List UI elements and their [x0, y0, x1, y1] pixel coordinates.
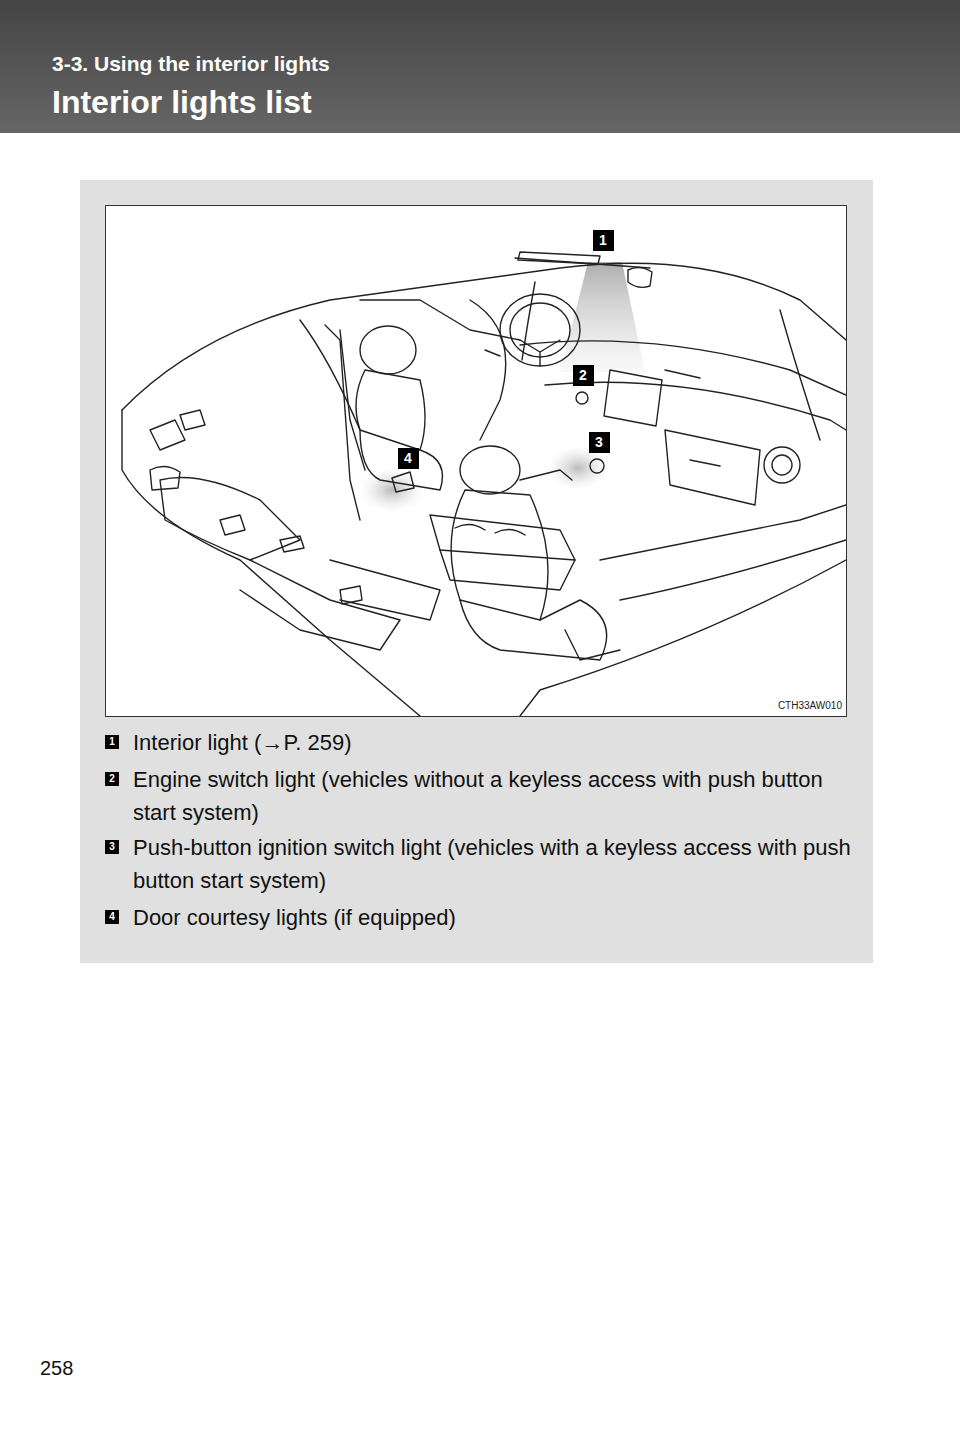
- list-item: Engine switch light (vehicles without a …: [133, 763, 858, 829]
- callout-number: 3: [589, 432, 610, 453]
- callout-number: 2: [573, 365, 594, 386]
- illustration-frame: [106, 206, 847, 717]
- list-item: Door courtesy lights (if equipped): [133, 901, 858, 934]
- car-interior-illustration: [122, 252, 846, 716]
- page-title: Interior lights list: [52, 84, 312, 121]
- callout-number: 3: [105, 840, 119, 854]
- content-panel: [80, 180, 873, 963]
- callout-number: 1: [593, 230, 614, 251]
- header-band: [0, 0, 960, 133]
- callout-number: 4: [105, 910, 119, 924]
- page-number: 258: [40, 1357, 73, 1380]
- callout-number: 1: [105, 735, 119, 749]
- callout-number: 4: [398, 448, 419, 469]
- figure-code: CTH33AW010: [778, 700, 842, 711]
- section-heading: 3-3. Using the interior lights: [52, 52, 330, 76]
- callout-number: 2: [105, 772, 119, 786]
- list-item: Push-button ignition switch light (vehic…: [133, 831, 858, 897]
- list-item: Interior light (→P. 259): [133, 726, 858, 759]
